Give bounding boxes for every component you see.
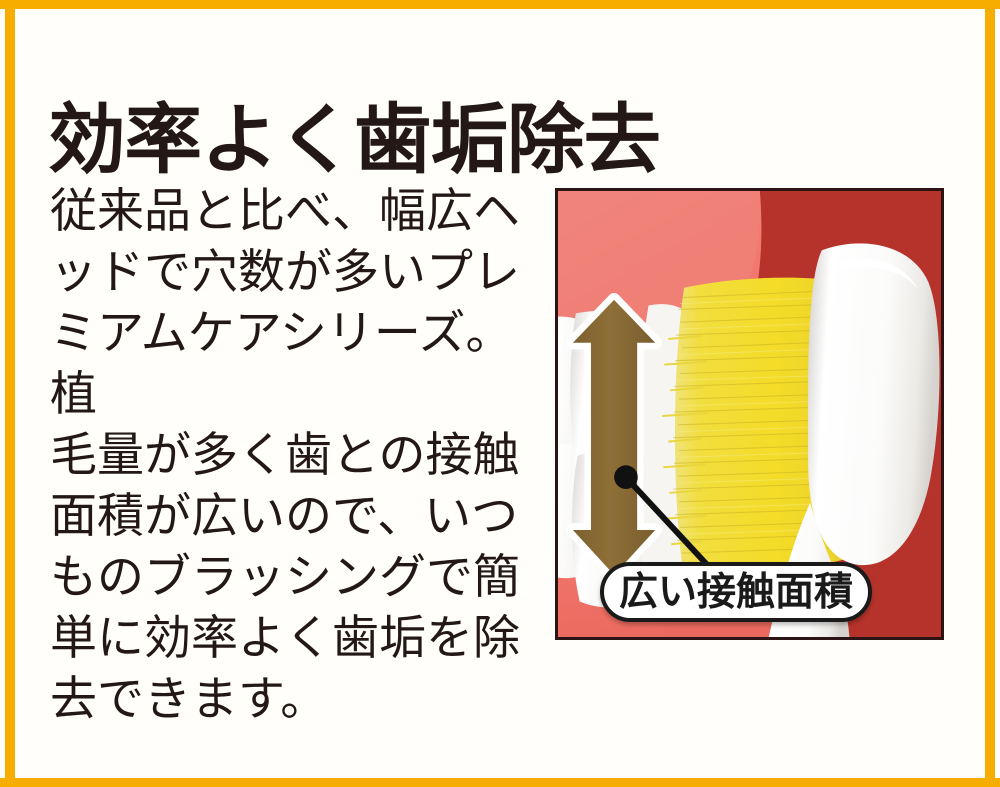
body-line: ミアムケアシリーズ。植 <box>50 306 513 420</box>
callout-leader <box>614 465 719 577</box>
page-title: 効率よく歯垢除去 <box>48 97 661 183</box>
callout-badge: 広い接触面積 <box>600 562 872 622</box>
body-line: ッドで穴数が多いプレ <box>50 245 520 298</box>
body-line: 去できます。 <box>50 672 328 725</box>
contact-area-arrow <box>566 293 662 582</box>
frame-border-top <box>0 0 1000 9</box>
frame-border-bottom <box>0 778 1000 787</box>
body-description: 従来品と比べ、幅広ヘ ッドで穴数が多いプレ ミアムケアシリーズ。植 毛量が多く歯… <box>50 180 520 729</box>
body-line: 単に効率よく歯垢を除 <box>50 611 520 664</box>
frame-border-left <box>5 0 15 787</box>
body-line: 従来品と比べ、幅広ヘ <box>50 184 520 237</box>
body-line: ものブラッシングで簡 <box>50 550 520 603</box>
callout-label: 広い接触面積 <box>618 570 853 614</box>
body-line: 面積が広いので、いつ <box>50 489 519 542</box>
frame-border-right <box>985 0 995 787</box>
brush-head <box>808 243 940 566</box>
leader-dot <box>614 465 638 489</box>
body-line: 毛量が多く歯との接触 <box>50 428 520 481</box>
